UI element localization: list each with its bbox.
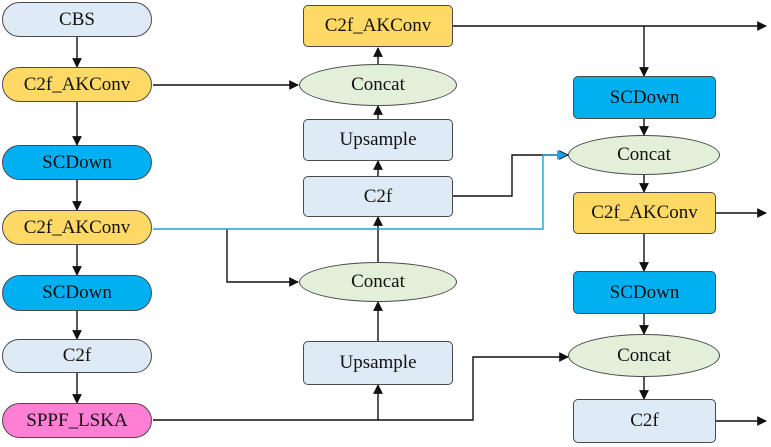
- head-concat-2-ellipse: Concat: [568, 334, 720, 377]
- head-c2f-block: C2f: [573, 399, 716, 443]
- neck-upsample-bottom-block: Upsample: [303, 341, 453, 385]
- backbone-scdown-1-block: SCDown: [2, 145, 152, 180]
- backbone-sppf-lska-block: SPPF_LSKA: [2, 403, 152, 438]
- head-concat-1-label: Concat: [617, 144, 671, 165]
- backbone-sppf-lska-label: SPPF_LSKA: [26, 409, 128, 431]
- head-scdown-2-block: SCDown: [573, 271, 716, 314]
- neck-c2f-akconv-block: C2f_AKConv: [303, 5, 453, 47]
- backbone-scdown-2-label: SCDown: [42, 282, 112, 303]
- head-c2f-akconv-block: C2f_AKConv: [573, 192, 716, 234]
- backbone-c2f-akconv-1-block: C2f_AKConv: [2, 67, 152, 102]
- backbone-cbs-block: CBS: [2, 2, 152, 37]
- neck-upsample-top-block: Upsample: [303, 119, 453, 161]
- head-concat-1-ellipse: Concat: [568, 135, 720, 175]
- backbone-c2f-block: C2f: [2, 339, 152, 373]
- backbone-c2f-akconv-1-label: C2f_AKConv: [23, 73, 131, 95]
- edge-c2f-akconv-2-to-concat-bottom: [226, 229, 299, 287]
- backbone-c2f-akconv-2-label: C2f_AKConv: [23, 216, 131, 238]
- neck-c2f-akconv-label: C2f_AKConv: [324, 15, 432, 36]
- backbone-c2f-label: C2f: [62, 345, 92, 366]
- edge-sppf-to-concat-2: [378, 352, 569, 421]
- neck-upsample-top-label: Upsample: [339, 129, 417, 150]
- head-c2f-akconv-label: C2f_AKConv: [591, 202, 698, 223]
- backbone-scdown-2-block: SCDown: [2, 275, 152, 311]
- backbone-scdown-1-label: SCDown: [42, 151, 112, 173]
- head-scdown-1-label: SCDown: [609, 86, 680, 108]
- neck-concat-bottom-label: Concat: [351, 271, 405, 292]
- edge-sppf-to-upsample-bottom: [153, 384, 383, 421]
- neck-concat-top-label: Concat: [351, 74, 405, 95]
- backbone-cbs-label: CBS: [59, 8, 95, 30]
- head-concat-2-label: Concat: [617, 344, 671, 366]
- head-scdown-1-block: SCDown: [573, 76, 716, 119]
- neck-c2f-block: C2f: [303, 176, 453, 217]
- neck-upsample-bottom-label: Upsample: [339, 352, 417, 373]
- neck-concat-top-ellipse: Concat: [299, 64, 457, 106]
- neck-concat-bottom-ellipse: Concat: [299, 262, 457, 302]
- head-c2f-label: C2f: [630, 410, 659, 431]
- edge-c2f-to-concat-1: [453, 150, 569, 197]
- neck-c2f-label: C2f: [363, 185, 393, 207]
- backbone-c2f-akconv-2-block: C2f_AKConv: [2, 210, 152, 245]
- edge-c2f-akconv-2-to-concat-1-highlight: [153, 150, 567, 230]
- head-scdown-2-label: SCDown: [609, 281, 680, 303]
